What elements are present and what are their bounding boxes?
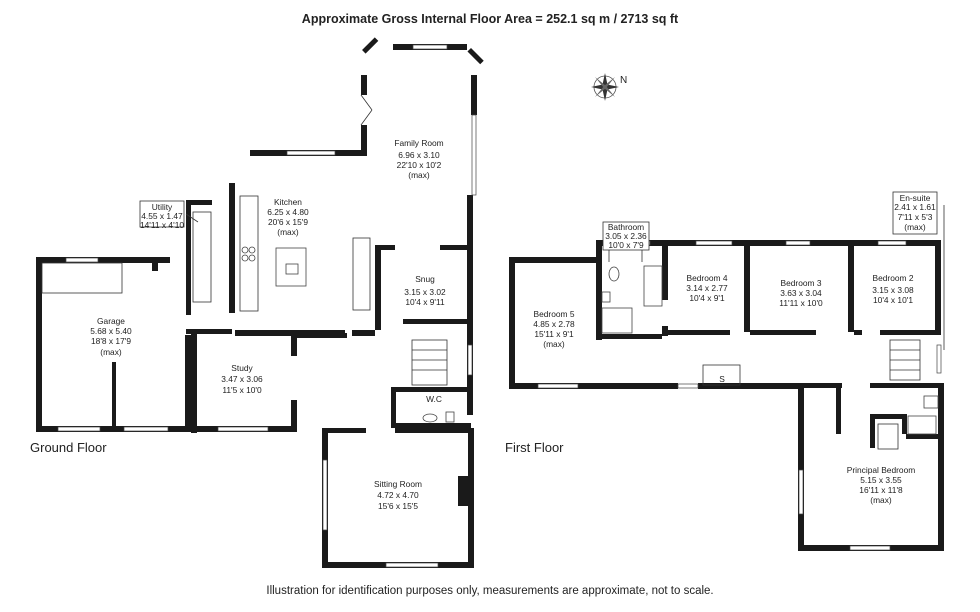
svg-text:Bathroom: Bathroom — [608, 222, 644, 232]
svg-text:4.85 x 2.78: 4.85 x 2.78 — [533, 319, 575, 329]
svg-text:Sitting Room: Sitting Room — [374, 479, 422, 489]
svg-text:Principal Bedroom: Principal Bedroom — [847, 465, 915, 475]
svg-text:3.63 x 3.04: 3.63 x 3.04 — [780, 288, 822, 298]
svg-text:S: S — [719, 374, 725, 384]
svg-text:3.15 x 3.08: 3.15 x 3.08 — [872, 285, 914, 295]
bathroom-label-box — [602, 221, 650, 251]
svg-text:3.15 x 3.02: 3.15 x 3.02 — [404, 287, 446, 297]
svg-text:(max): (max) — [277, 227, 299, 237]
svg-text:6.25 x 4.80: 6.25 x 4.80 — [267, 207, 309, 217]
room-label-garage: Garage 5.68 x 5.40 18'8 x 17'9 (max) — [90, 316, 132, 357]
page-title: Approximate Gross Internal Floor Area = … — [301, 12, 679, 26]
svg-text:Utility: Utility — [152, 202, 173, 212]
room-label-bedroom-2: Bedroom 2 3.15 x 3.08 10'4 x 10'1 — [872, 273, 914, 305]
svg-text:Snug: Snug — [415, 274, 435, 284]
svg-text:22'10 x 10'2: 22'10 x 10'2 — [397, 160, 442, 170]
svg-text:11'5 x 10'0: 11'5 x 10'0 — [222, 385, 262, 395]
svg-text:20'6 x 15'9: 20'6 x 15'9 — [268, 217, 308, 227]
room-label-snug: Snug 3.15 x 3.02 10'4 x 9'11 — [404, 274, 446, 307]
svg-text:Family Room: Family Room — [394, 138, 443, 148]
first-floor-label: First Floor — [505, 440, 564, 455]
svg-text:(max): (max) — [904, 222, 926, 232]
svg-text:4.72 x 4.70: 4.72 x 4.70 — [377, 490, 419, 500]
compass-icon: N — [591, 73, 627, 101]
svg-text:4.55 x 1.47: 4.55 x 1.47 — [141, 211, 183, 221]
svg-text:7'11 x 5'3: 7'11 x 5'3 — [898, 212, 933, 222]
room-label-kitchen: Kitchen 6.25 x 4.80 20'6 x 15'9 (max) — [267, 197, 309, 237]
svg-text:14'11 x 4'10: 14'11 x 4'10 — [140, 220, 184, 230]
svg-text:(max): (max) — [408, 170, 430, 180]
svg-text:6.96 x 3.10: 6.96 x 3.10 — [398, 150, 440, 160]
svg-text:15'6 x 15'5: 15'6 x 15'5 — [378, 501, 418, 511]
svg-text:10'4 x 10'1: 10'4 x 10'1 — [873, 295, 913, 305]
room-label-en-suite: En-suite 2.41 x 1.61 7'11 x 5'3 (max) — [894, 193, 936, 232]
svg-text:5.68 x 5.40: 5.68 x 5.40 — [90, 326, 132, 336]
svg-text:18'8 x 17'9: 18'8 x 17'9 — [91, 336, 131, 346]
svg-text:3.47 x 3.06: 3.47 x 3.06 — [221, 374, 263, 384]
svg-text:3.05 x 2.36: 3.05 x 2.36 — [605, 231, 647, 241]
svg-text:5.15 x 3.55: 5.15 x 3.55 — [860, 475, 902, 485]
room-label-bathroom: Bathroom 3.05 x 2.36 10'0 x 7'9 — [605, 222, 647, 250]
utility-label-box — [139, 200, 185, 228]
svg-text:Bedroom 2: Bedroom 2 — [873, 273, 914, 283]
svg-text:10'4 x 9'1: 10'4 x 9'1 — [689, 293, 725, 303]
svg-text:(max): (max) — [870, 495, 892, 505]
disclaimer-text: Illustration for identification purposes… — [266, 585, 714, 597]
svg-text:11'11 x 10'0: 11'11 x 10'0 — [779, 298, 823, 308]
room-label-family-room: Family Room 6.96 x 3.10 22'10 x 10'2 (ma… — [394, 138, 443, 180]
svg-text:16'11 x 11'8: 16'11 x 11'8 — [859, 485, 903, 495]
room-label-bedroom-3: Bedroom 3 3.63 x 3.04 11'11 x 10'0 — [779, 278, 823, 308]
room-label-wc: W.C — [426, 394, 442, 404]
svg-text:Bedroom 5: Bedroom 5 — [534, 309, 575, 319]
svg-text:2.41 x 1.61: 2.41 x 1.61 — [894, 202, 936, 212]
svg-text:W.C: W.C — [426, 394, 442, 404]
svg-text:Kitchen: Kitchen — [274, 197, 302, 207]
ground-floor-windows — [57, 44, 477, 568]
ensuite-label-box — [892, 191, 938, 235]
room-label-study: Study 3.47 x 3.06 11'5 x 10'0 — [221, 363, 263, 395]
svg-text:10'0 x 7'9: 10'0 x 7'9 — [608, 240, 644, 250]
room-label-principal-bedroom: Principal Bedroom 5.15 x 3.55 16'11 x 11… — [847, 465, 915, 505]
svg-text:10'4 x 9'11: 10'4 x 9'11 — [405, 297, 445, 307]
ground-floor-label: Ground Floor — [30, 440, 107, 455]
svg-text:Bedroom 4: Bedroom 4 — [687, 273, 728, 283]
svg-text:Garage: Garage — [97, 316, 125, 326]
svg-text:(max): (max) — [543, 339, 565, 349]
room-label-store: S — [719, 374, 725, 384]
room-label-sitting-room: Sitting Room 4.72 x 4.70 15'6 x 15'5 — [374, 479, 422, 511]
svg-text:3.14 x 2.77: 3.14 x 2.77 — [686, 283, 728, 293]
room-label-utility: Utility 4.55 x 1.47 14'11 x 4'10 — [140, 202, 184, 230]
compass-label: N — [620, 75, 627, 86]
svg-text:En-suite: En-suite — [900, 193, 931, 203]
svg-text:Bedroom 3: Bedroom 3 — [781, 278, 822, 288]
svg-text:Study: Study — [231, 363, 253, 373]
room-label-bedroom-5: Bedroom 5 4.85 x 2.78 15'11 x 9'1 (max) — [533, 309, 575, 349]
svg-text:(max): (max) — [100, 347, 122, 357]
room-label-bedroom-4: Bedroom 4 3.14 x 2.77 10'4 x 9'1 — [686, 273, 728, 303]
svg-text:15'11 x 9'1: 15'11 x 9'1 — [534, 329, 574, 339]
